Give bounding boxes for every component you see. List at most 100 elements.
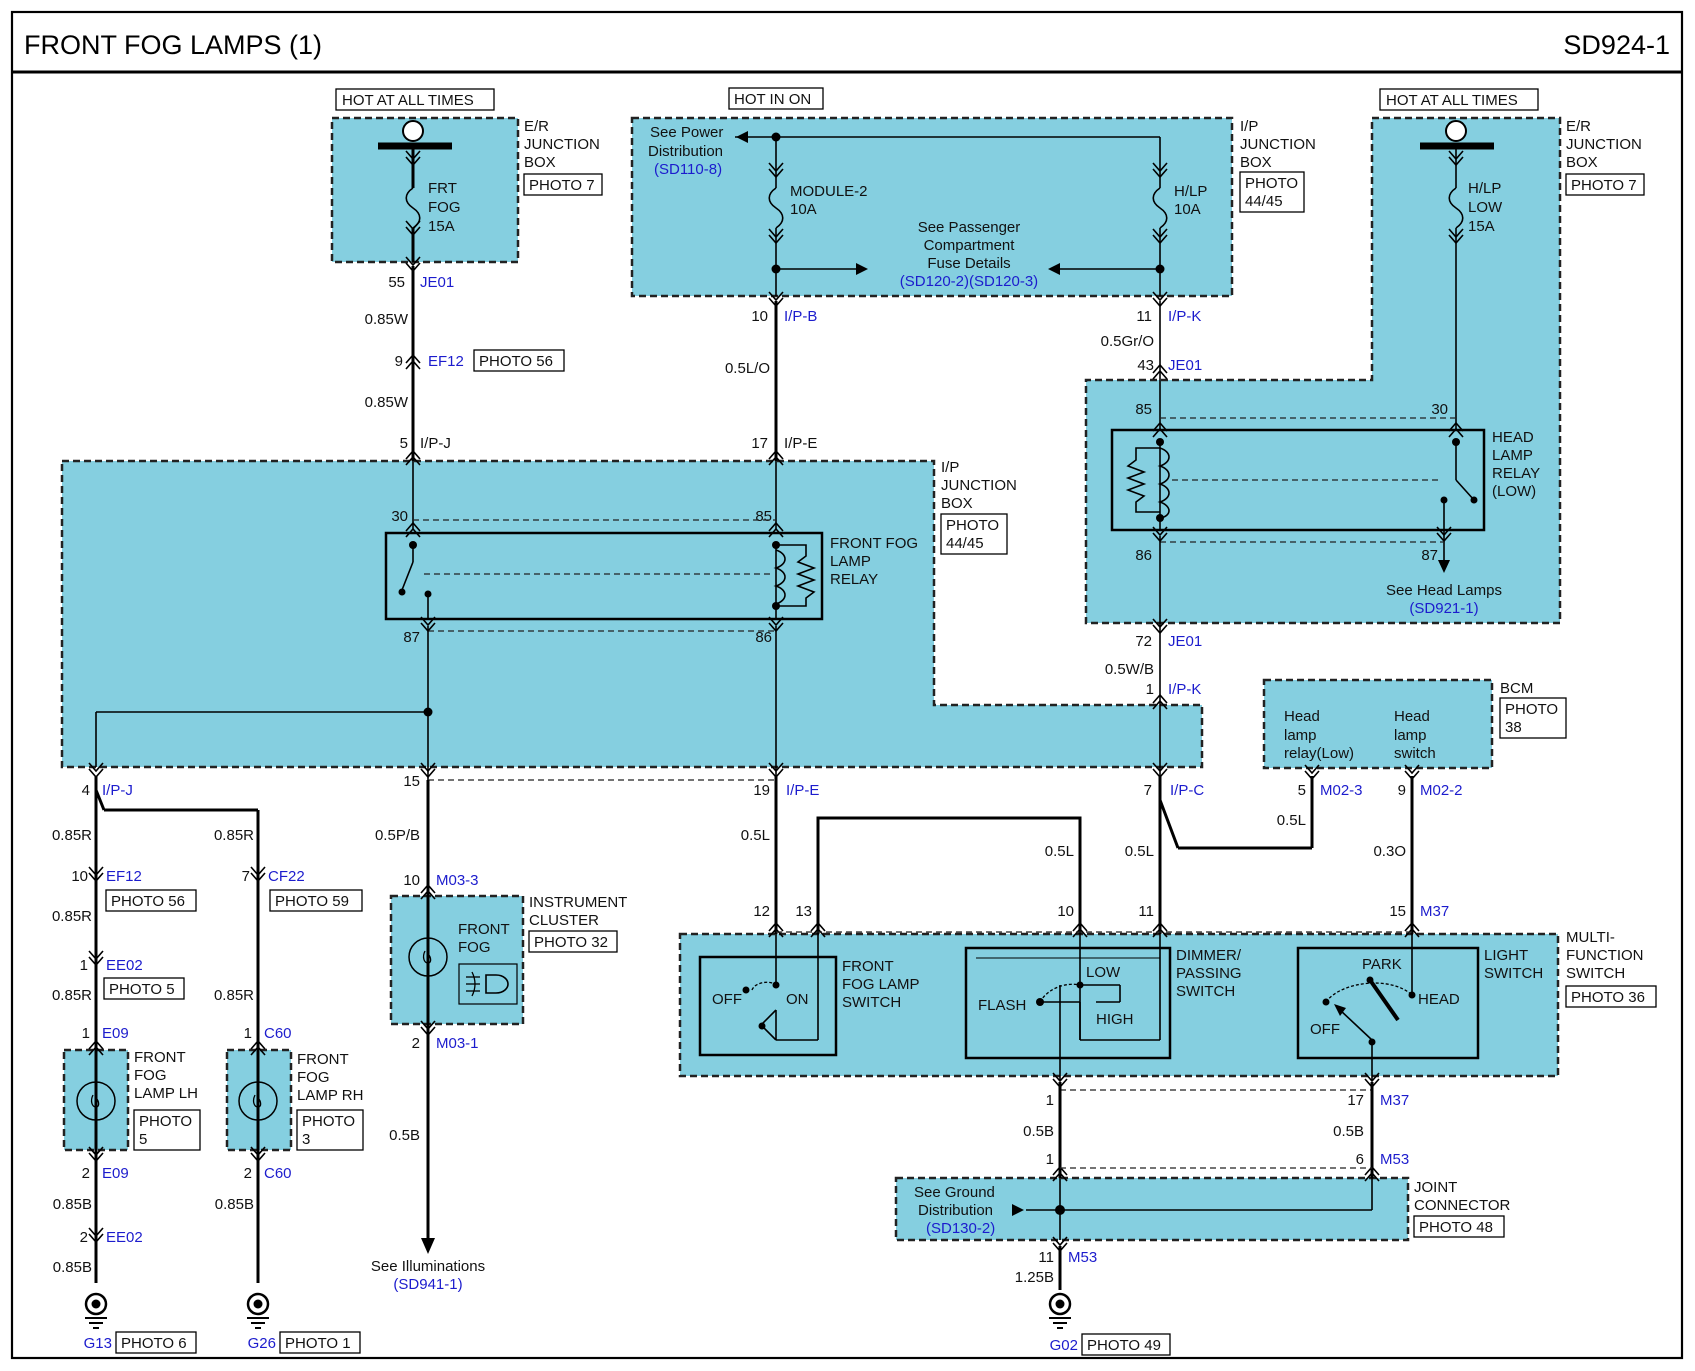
- er-junction-box-right: [1084, 116, 1562, 625]
- relay-coil-icon: [1157, 447, 1170, 519]
- ground-g26-icon: [245, 1292, 271, 1330]
- lamp-name: FRONT: [134, 1049, 186, 1066]
- hot-label-left: HOT AT ALL TIMES: [342, 92, 474, 109]
- ip-junction-box-main: [60, 459, 1204, 769]
- lamp-name: FOG: [297, 1069, 330, 1086]
- fog-indicator-icon: [458, 963, 518, 1005]
- pin-number: 19: [753, 782, 770, 799]
- front-fog-lamp-switch: [698, 955, 838, 1057]
- page-code: SD924-1: [1563, 30, 1670, 60]
- wire-spec: 0.3O: [1373, 843, 1406, 860]
- relay-name: LAMP: [830, 553, 871, 570]
- front-fog-lamp-relay: [384, 531, 824, 621]
- lamp-name: FRONT: [297, 1051, 349, 1068]
- relay-name: RELAY: [830, 571, 878, 588]
- pin-number: 1: [1046, 1092, 1054, 1109]
- pin-number: 4: [82, 782, 90, 799]
- pin-number: 2: [80, 1229, 88, 1246]
- see-head-lamps: See Head Lamps: [1386, 582, 1502, 599]
- box-name: JUNCTION: [941, 477, 1017, 494]
- lamp-name: LAMP RH: [297, 1087, 363, 1104]
- connector-id: M37: [1420, 903, 1449, 920]
- photo-tag: PHOTO 7: [529, 177, 595, 194]
- fuse-rating: 15A: [1468, 218, 1495, 235]
- mfs-name: FUNCTION: [1566, 947, 1644, 964]
- battery-terminal-right: [1445, 120, 1467, 142]
- fuse-rating: 15A: [428, 218, 455, 235]
- photo-tag: 44/45: [1245, 193, 1283, 210]
- fuse-label: LOW: [1468, 199, 1503, 216]
- wire-spec: 0.5L: [741, 827, 770, 844]
- box-name: JUNCTION: [524, 136, 600, 153]
- wire-spec: 0.5L: [1277, 812, 1306, 829]
- photo-tag: PHOTO 56: [479, 353, 553, 370]
- photo-tag: 44/45: [946, 535, 984, 552]
- pin-number: 30: [1431, 401, 1448, 418]
- wire-spec: 0.85R: [52, 908, 92, 925]
- wire-spec: 0.85W: [365, 311, 409, 328]
- pin-number: 5: [400, 435, 408, 452]
- fuse-label: H/LP: [1174, 183, 1207, 200]
- pin-number: 10: [1057, 903, 1074, 920]
- pin-number: 72: [1135, 633, 1152, 650]
- lamp-name: LAMP LH: [134, 1085, 198, 1102]
- wire-spec: 0.85R: [52, 827, 92, 844]
- wire-spec: 0.5B: [1023, 1123, 1054, 1140]
- pin-number: 86: [755, 629, 772, 646]
- pin-number: 30: [391, 508, 408, 525]
- switch-position: LOW: [1086, 964, 1121, 981]
- switch-name: SWITCH: [1484, 965, 1543, 982]
- photo-tag: PHOTO 7: [1571, 177, 1637, 194]
- bcm-pin-desc: Head: [1394, 708, 1430, 725]
- switch-position: HEAD: [1418, 991, 1460, 1008]
- pin-number: 10: [71, 868, 88, 885]
- ground-g02-icon: [1047, 1292, 1073, 1330]
- cluster-label: FRONT: [458, 921, 510, 938]
- connector-id: I/P-E: [784, 435, 817, 452]
- box-name: I/P: [1240, 118, 1258, 135]
- photo-tag: PHOTO 56: [111, 893, 185, 910]
- cluster-label: FOG: [458, 939, 491, 956]
- pin-number: 1: [80, 957, 88, 974]
- mfs-name: SWITCH: [1566, 965, 1625, 982]
- mfs-name: MULTI-: [1566, 929, 1615, 946]
- connector-id: I/P-K: [1168, 681, 1201, 698]
- hot-label-on: HOT IN ON: [734, 91, 811, 108]
- photo-tag: 5: [139, 1131, 147, 1148]
- photo-tag: PHOTO 6: [121, 1335, 187, 1352]
- connector-id: E09: [102, 1025, 129, 1042]
- switch-name: LIGHT: [1484, 947, 1528, 964]
- wire-spec: 0.5L: [1125, 843, 1154, 860]
- pin-number: 7: [242, 868, 250, 885]
- connector-id: M53: [1380, 1151, 1409, 1168]
- pin-number: 5: [1298, 782, 1306, 799]
- connector-id: I/P-B: [784, 308, 817, 325]
- switch-position: FLASH: [978, 997, 1026, 1014]
- wire-spec: 0.85B: [53, 1196, 92, 1213]
- er-junction-box-left: [330, 116, 520, 264]
- see-ground: See Ground: [914, 1184, 995, 1201]
- photo-tag: PHOTO: [302, 1113, 355, 1130]
- connector-id: I/P-E: [786, 782, 819, 799]
- bcm-box: [1262, 678, 1494, 770]
- switch-position: PARK: [1362, 956, 1402, 973]
- wire-spec: 0.85R: [214, 987, 254, 1004]
- switch-name: DIMMER/: [1176, 947, 1242, 964]
- bcm-pin-desc: relay(Low): [1284, 745, 1354, 762]
- pin-number: 17: [1347, 1092, 1364, 1109]
- bcm-pin-desc: lamp: [1284, 727, 1317, 744]
- switch-name: SWITCH: [842, 994, 901, 1011]
- box-name: JUNCTION: [1566, 136, 1642, 153]
- wire-spec: 0.85B: [53, 1259, 92, 1276]
- connector-id: I/P-J: [420, 435, 451, 452]
- photo-tag: PHOTO: [1505, 701, 1558, 718]
- box-name: BOX: [941, 495, 973, 512]
- relay-name: FRONT FOG: [830, 535, 918, 552]
- see-ground: Distribution: [918, 1202, 993, 1219]
- relay-name: RELAY: [1492, 465, 1540, 482]
- pin-number: 2: [412, 1035, 420, 1052]
- wire-spec: 0.5P/B: [375, 827, 420, 844]
- switch-position: OFF: [712, 991, 742, 1008]
- ground-id: G13: [84, 1335, 112, 1352]
